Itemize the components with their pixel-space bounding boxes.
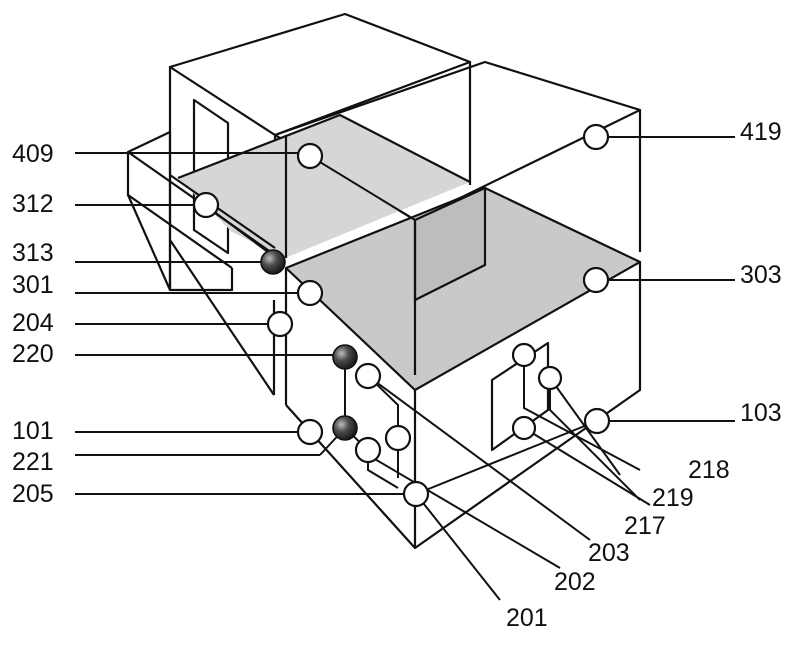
label-204: 204 xyxy=(12,309,54,337)
label-301: 301 xyxy=(12,271,54,299)
label-220: 220 xyxy=(12,340,54,368)
label-217: 217 xyxy=(624,512,666,540)
node-313 xyxy=(260,249,286,275)
label-218: 218 xyxy=(688,456,730,484)
label-221: 221 xyxy=(12,448,54,476)
label-312: 312 xyxy=(12,190,54,218)
connection-nodes xyxy=(192,123,611,508)
label-201: 201 xyxy=(506,604,548,632)
label-303: 303 xyxy=(740,261,782,289)
label-203: 203 xyxy=(588,539,630,567)
lower-box xyxy=(169,186,642,550)
node-419 xyxy=(582,123,610,151)
node-312 xyxy=(192,191,220,219)
node-219 xyxy=(537,365,563,391)
label-202: 202 xyxy=(554,568,596,596)
node-204 xyxy=(266,310,294,338)
node-220 xyxy=(332,344,358,370)
leader-lines xyxy=(75,136,735,601)
solid-nodes xyxy=(260,249,358,441)
node-301 xyxy=(296,279,324,307)
node-409 xyxy=(296,142,324,170)
node-303 xyxy=(582,266,610,294)
node-205 xyxy=(402,480,430,508)
node-218 xyxy=(511,342,537,368)
node-221 xyxy=(332,415,358,441)
label-101: 101 xyxy=(12,417,54,445)
node-202a xyxy=(384,424,412,452)
node-101 xyxy=(296,418,324,446)
label-103: 103 xyxy=(740,399,782,427)
label-205: 205 xyxy=(12,480,54,508)
node-217 xyxy=(511,415,537,441)
node-202b xyxy=(354,436,382,464)
reference-labels: 409 312 313 301 204 220 101 221 205 419 … xyxy=(12,118,782,632)
upper-shaded-tray xyxy=(177,113,471,258)
label-419: 419 xyxy=(740,118,782,146)
label-409: 409 xyxy=(12,140,54,168)
label-219: 219 xyxy=(652,484,694,512)
label-313: 313 xyxy=(12,239,54,267)
node-103 xyxy=(583,407,611,435)
node-203 xyxy=(354,362,382,390)
